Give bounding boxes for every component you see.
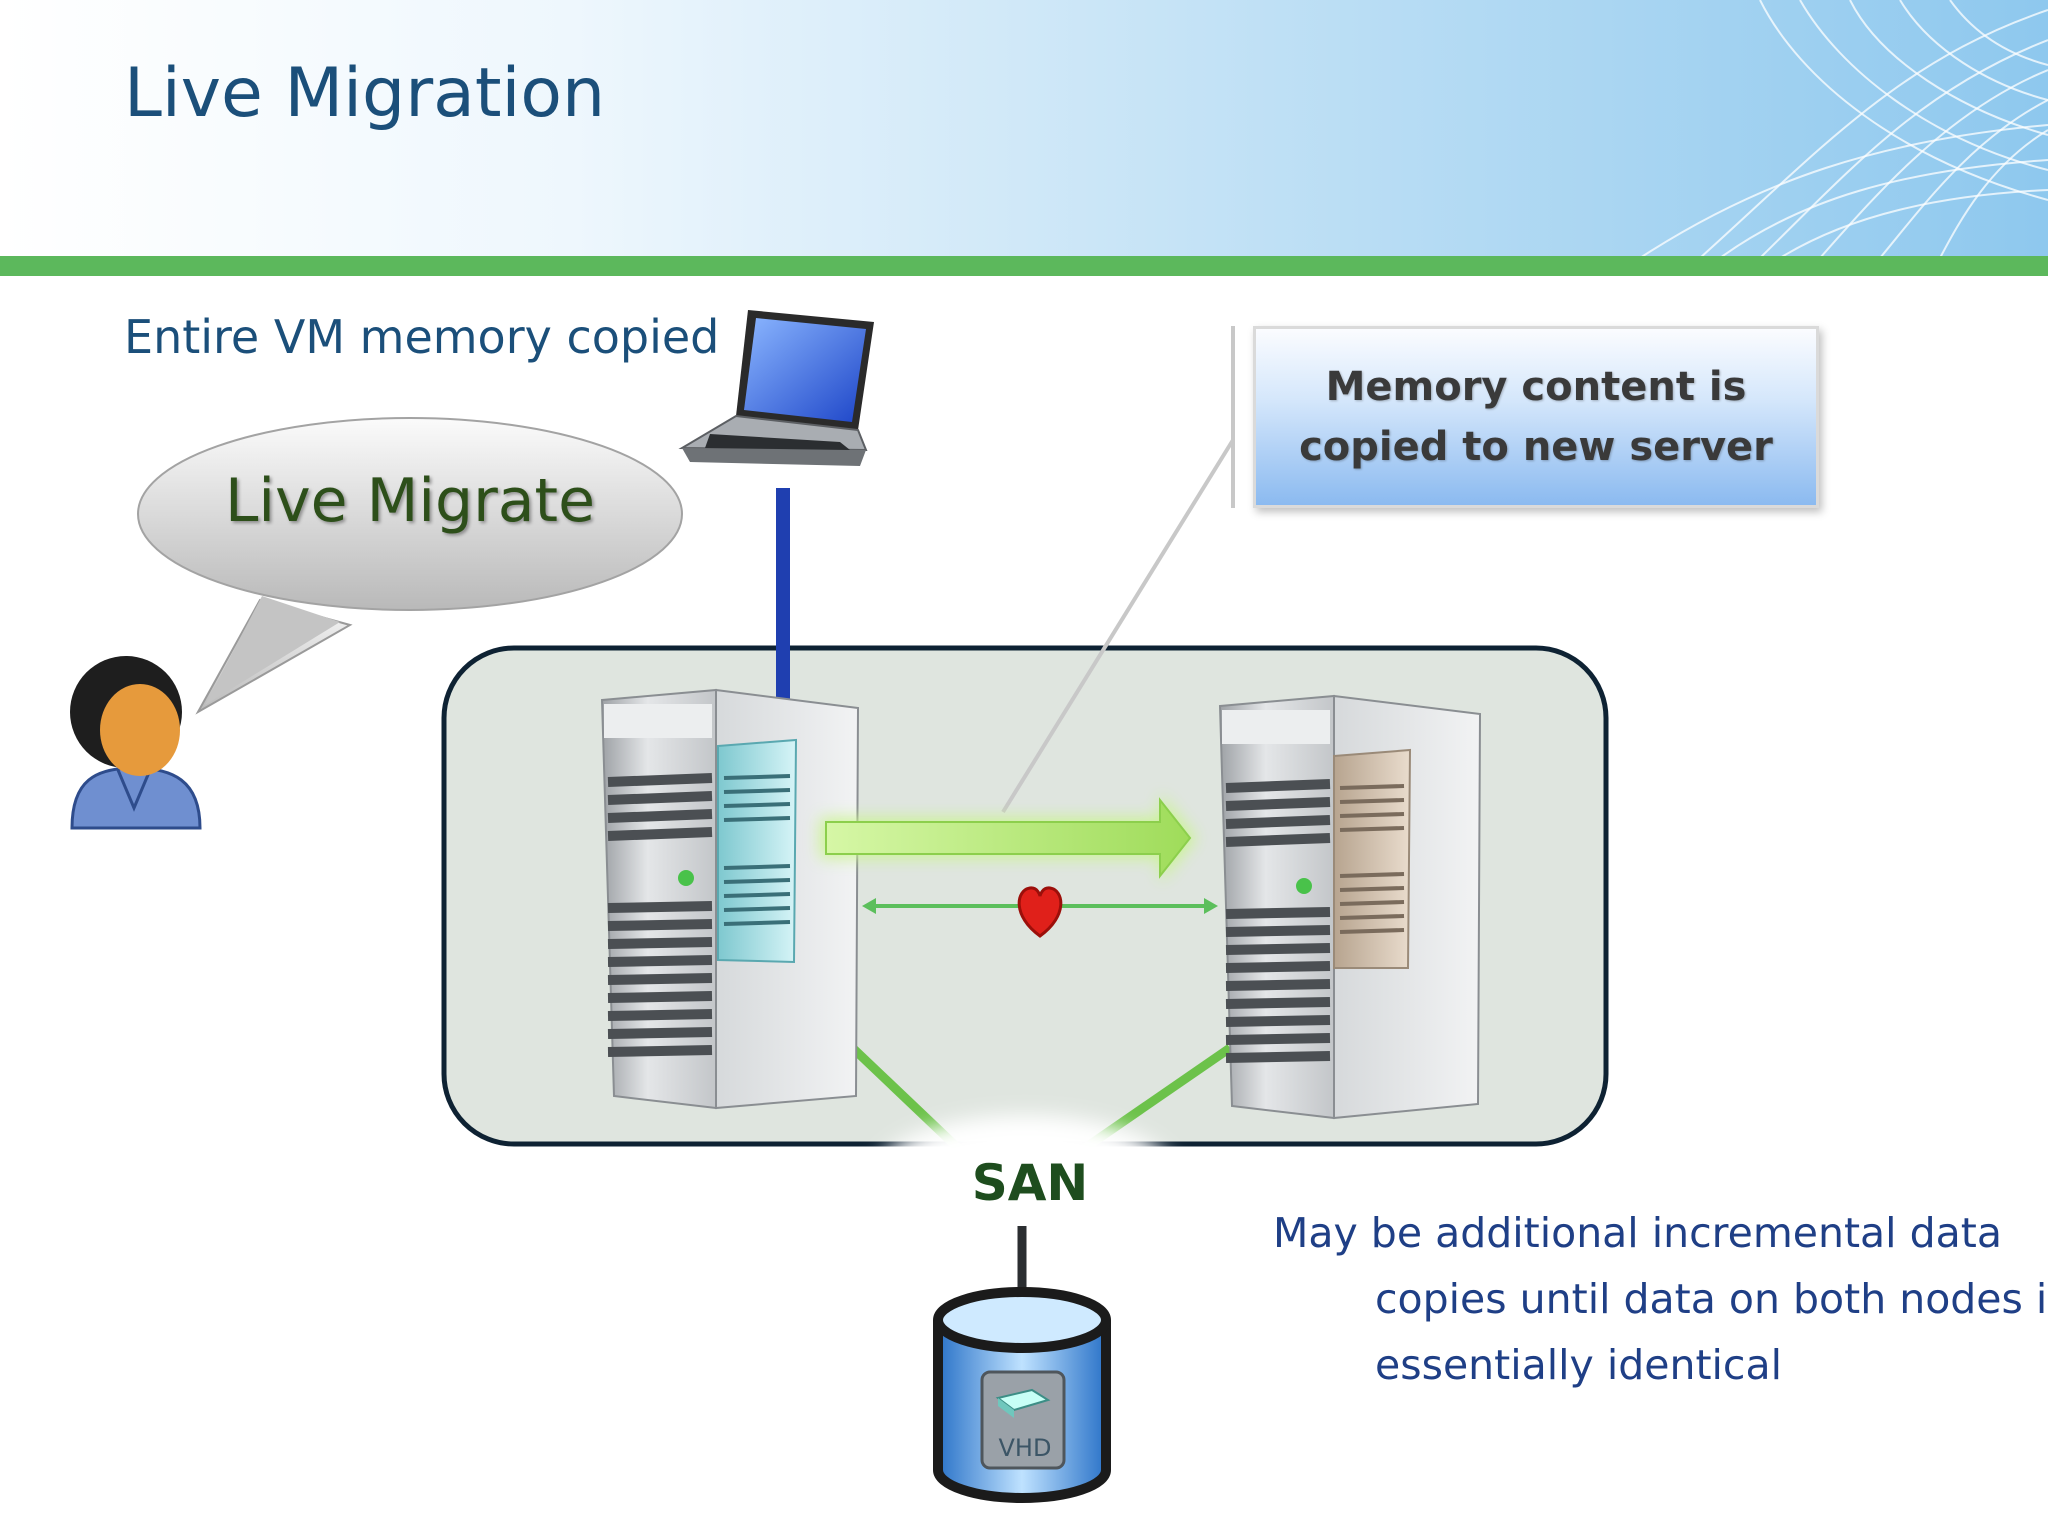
- disk-icon: [980, 1370, 1066, 1470]
- header-divider: [0, 256, 2048, 276]
- san-cloud: [875, 1115, 1175, 1235]
- callout-text: Memory content is copied to new server: [1299, 364, 1773, 470]
- bullet-memory-copied: Entire VM memory copied: [124, 310, 720, 364]
- callout-box: Memory content is copied to new server: [1253, 326, 1819, 508]
- header-banner: [0, 0, 2048, 258]
- speech-bubble-label: Live Migrate: [225, 466, 595, 536]
- user-icon: [70, 656, 202, 830]
- san-label: SAN: [971, 1154, 1089, 1212]
- laptop-icon: [678, 310, 874, 466]
- bullet-incremental-copies: May be additional incremental data copie…: [1273, 1209, 2048, 1389]
- server-icon-source: [600, 688, 860, 1110]
- heart-icon: [1017, 886, 1063, 938]
- vhd-label: VHD: [998, 1434, 1052, 1462]
- callout-leader: [1001, 438, 1235, 814]
- slide-title: Live Migration: [124, 54, 606, 133]
- speech-bubble: [137, 417, 683, 715]
- migration-arrow: [820, 794, 1196, 882]
- wireframe-decoration: [1639, 0, 2048, 258]
- server-icon-target: [1218, 694, 1482, 1120]
